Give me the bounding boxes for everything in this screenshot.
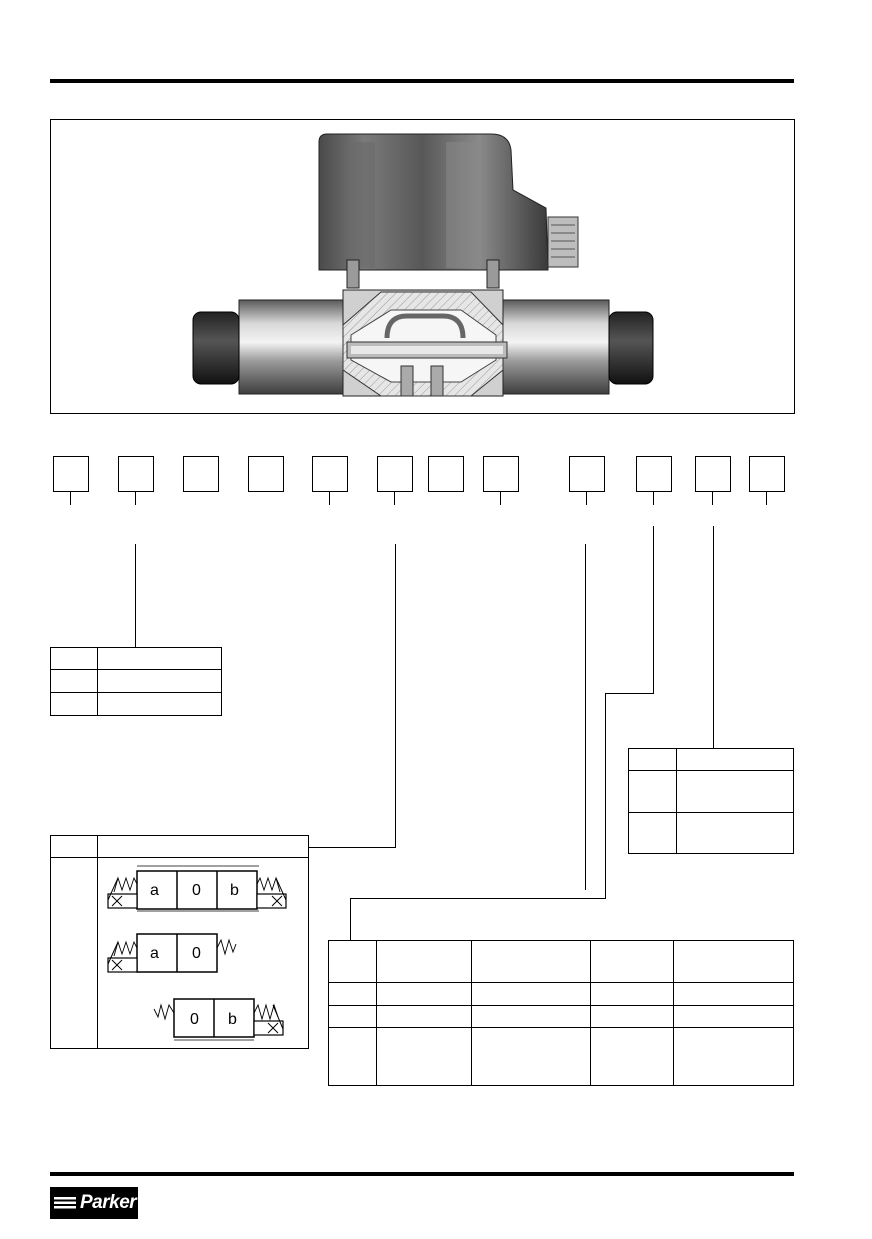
header-rule xyxy=(50,79,794,83)
code-box-4 xyxy=(248,456,284,492)
code-tick-11 xyxy=(712,492,714,505)
code-tick-9 xyxy=(586,492,588,505)
spool-symbol-table xyxy=(50,835,309,1049)
option-table-b xyxy=(628,748,794,854)
symbol-3-label-b: b xyxy=(228,1011,237,1028)
code-box-5 xyxy=(312,456,348,492)
code-tick-5 xyxy=(329,492,331,505)
code-tick-8 xyxy=(500,492,502,505)
symbol-1-label-a: a xyxy=(150,882,159,899)
footer-rule xyxy=(50,1172,794,1176)
code-box-7 xyxy=(428,456,464,492)
code-box-2 xyxy=(118,456,154,492)
symbol-double-solenoid xyxy=(107,865,287,912)
code-box-1 xyxy=(53,456,89,492)
leader-box2 xyxy=(135,544,137,647)
leader-box9-v xyxy=(585,544,587,890)
code-box-8 xyxy=(483,456,519,492)
symbol-3-label-0: 0 xyxy=(190,1011,199,1028)
symbol-2-label-0: 0 xyxy=(192,945,201,962)
parker-logo: Parker xyxy=(50,1187,138,1219)
code-box-10 xyxy=(636,456,672,492)
leader-box6-h xyxy=(308,847,396,849)
symbol-single-solenoid-a xyxy=(107,933,237,973)
code-box-12 xyxy=(749,456,785,492)
logo-text: Parker xyxy=(80,1192,137,1213)
symbol-1-label-b: b xyxy=(230,882,239,899)
logo-stripes-icon xyxy=(54,1197,76,1209)
code-box-6 xyxy=(377,456,413,492)
leader-join-h xyxy=(350,898,606,900)
leader-box10-h xyxy=(605,693,654,695)
code-box-11 xyxy=(695,456,731,492)
code-tick-1 xyxy=(70,492,72,505)
code-tick-6 xyxy=(394,492,396,505)
symbol-1-label-0: 0 xyxy=(192,882,201,899)
code-tick-12 xyxy=(766,492,768,505)
code-tick-10 xyxy=(653,492,655,505)
option-table-d xyxy=(328,940,794,1086)
valve-illustration xyxy=(192,133,654,397)
option-table-a xyxy=(50,647,222,716)
leader-box10-v2 xyxy=(605,693,607,899)
symbol-2-label-a: a xyxy=(150,945,159,962)
product-image-frame xyxy=(50,119,795,414)
leader-join-v xyxy=(350,898,352,941)
symbol-single-solenoid-b xyxy=(153,998,284,1041)
code-box-3 xyxy=(183,456,219,492)
leader-box10-v1 xyxy=(653,526,655,694)
code-box-9 xyxy=(569,456,605,492)
code-tick-2 xyxy=(135,492,137,505)
leader-box6-v xyxy=(395,544,397,848)
leader-box11 xyxy=(713,526,715,748)
